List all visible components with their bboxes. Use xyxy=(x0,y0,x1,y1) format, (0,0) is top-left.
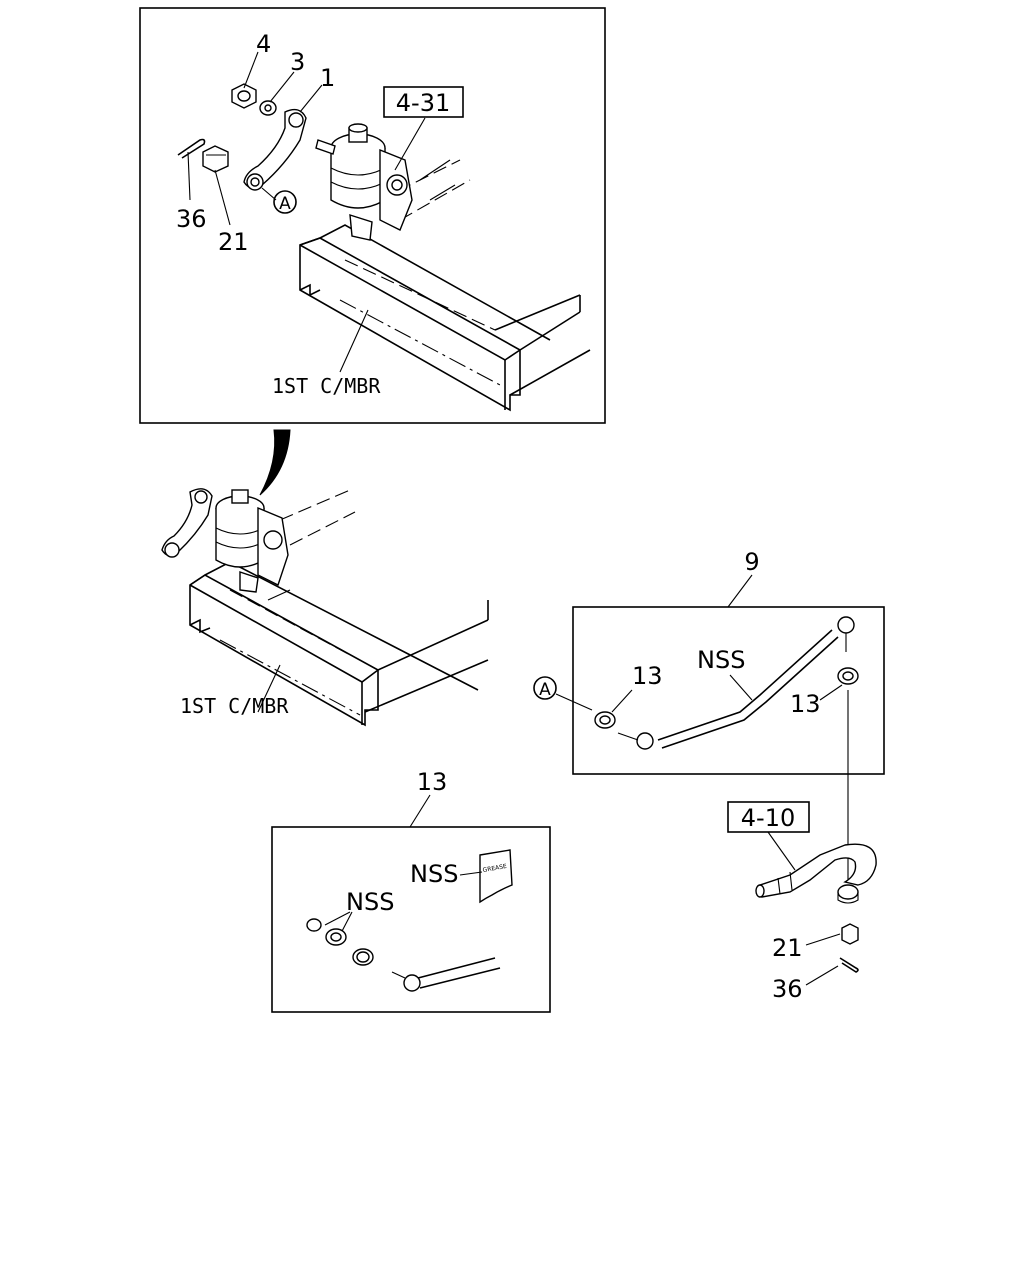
callout-4: 4 xyxy=(256,30,271,58)
nss-label-seal: NSS xyxy=(346,888,394,916)
pitman-arm-detail xyxy=(243,108,307,191)
nut-part-4 xyxy=(231,83,257,109)
steering-gear-box-detail xyxy=(315,123,413,241)
detail-pointer-arrow xyxy=(259,429,291,496)
nss-label-grease: NSS xyxy=(410,860,458,888)
lock-washer-part-3 xyxy=(259,100,277,116)
repair-kit-box: 13 GREASE NSS NSS xyxy=(271,768,551,1013)
circle-a-marker-mid: A xyxy=(533,676,557,700)
detail-box-steering-gear: 4 3 1 36 21 4-31 A 1ST C/MBR xyxy=(139,7,606,424)
kit-dust-seal xyxy=(325,928,347,946)
nss-label-tie-rod: NSS xyxy=(697,646,745,674)
callout-36-top: 36 xyxy=(176,205,207,233)
o-ring xyxy=(306,918,322,932)
callout-1: 1 xyxy=(320,64,335,92)
callout-13-kit: 13 xyxy=(417,768,448,796)
reference-4-10-text: 4-10 xyxy=(741,804,795,832)
knuckle-arm-assembly: 4-10 xyxy=(727,801,877,904)
seal-clip xyxy=(352,948,374,966)
callout-13-right: 13 xyxy=(790,690,821,718)
crossmember-frame-detail xyxy=(299,159,591,412)
tie-rod-box: 9 A 13 NSS 13 xyxy=(533,548,885,775)
dust-seal-right xyxy=(837,667,859,685)
circle-a-text-top: A xyxy=(279,194,291,214)
reference-4-31-text: 4-31 xyxy=(396,89,450,117)
main-assembly-view: 1ST C/MBR xyxy=(161,488,489,727)
cotter-pin-part-36-detail xyxy=(177,138,206,159)
callout-13-left: 13 xyxy=(632,662,663,690)
callout-21-top: 21 xyxy=(218,228,249,256)
callout-3: 3 xyxy=(290,48,305,76)
tie-rod-assembly xyxy=(617,616,855,750)
callout-36-bottom: 36 xyxy=(772,975,803,1003)
kit-tie-rod-end xyxy=(391,957,501,992)
castle-nut-part-21-detail xyxy=(202,145,229,173)
callout-9: 9 xyxy=(744,548,759,576)
circle-a-marker-top: A xyxy=(273,190,297,214)
reference-box-4-31: 4-31 xyxy=(383,86,464,118)
cotter-pin-part-36-bottom xyxy=(839,957,859,973)
grease-packet: GREASE xyxy=(479,849,513,904)
crossmember-label-top: 1ST C/MBR xyxy=(272,374,381,398)
dust-seal-left xyxy=(594,711,616,729)
circle-a-text-mid: A xyxy=(539,680,551,700)
grease-packet-label: GREASE xyxy=(482,863,507,874)
crossmember-label-main: 1ST C/MBR xyxy=(180,694,289,718)
castle-nut-part-21-bottom xyxy=(841,923,859,945)
callout-21-bottom: 21 xyxy=(772,934,803,962)
